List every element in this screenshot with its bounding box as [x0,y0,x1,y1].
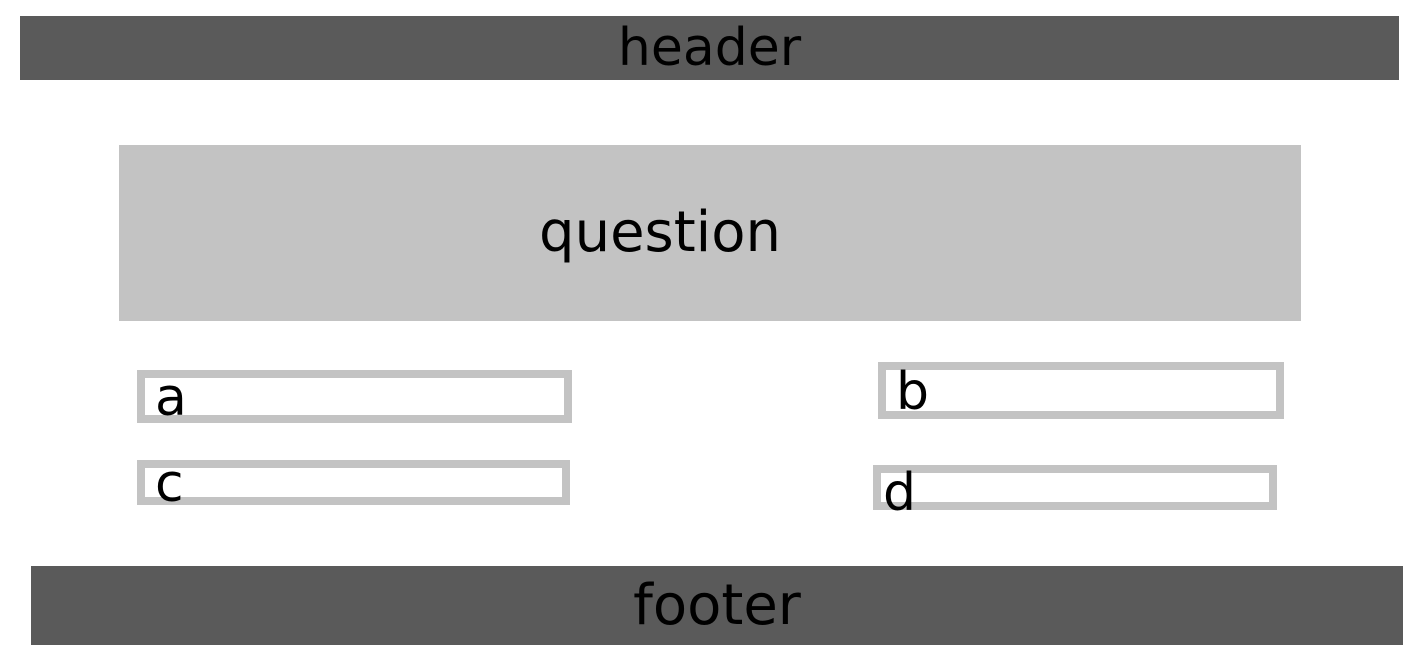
answer-option-d[interactable]: d [873,465,1277,519]
footer-bar: footer [31,566,1403,645]
answer-option-b[interactable]: b [878,362,1284,419]
footer-label: footer [633,572,801,638]
question-box: question [119,145,1301,321]
answer-option-a[interactable]: a [137,367,572,428]
header-label: header [617,18,802,78]
question-label: question [539,200,781,265]
answer-option-c[interactable]: c [137,458,570,510]
header-bar: header [20,16,1399,80]
answer-option-c-label: c [155,453,184,514]
answer-option-d-label: d [883,462,917,523]
answer-option-a-label: a [155,367,187,428]
answer-option-b-label: b [896,361,930,422]
